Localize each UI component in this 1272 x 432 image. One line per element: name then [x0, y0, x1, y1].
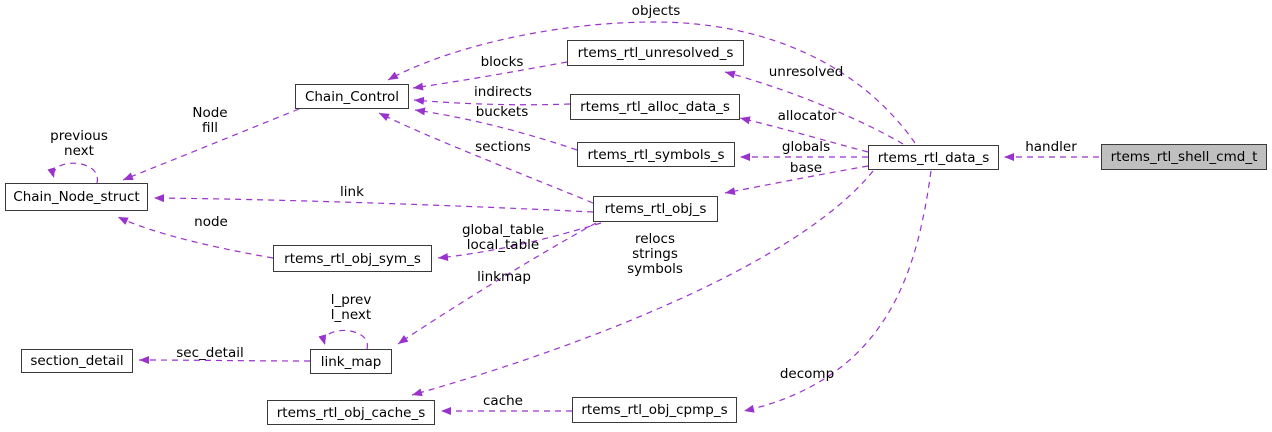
node-rtems-rtl-shell-cmd-t[interactable]: rtems_rtl_shell_cmd_t [1101, 144, 1267, 170]
node-rtems-rtl-symbols-s[interactable]: rtems_rtl_symbols_s [577, 142, 735, 167]
edge-buckets [414, 107, 578, 151]
edge-label-relocs-strings-symbols: relocs strings symbols [627, 231, 683, 277]
node-link-map[interactable]: link_map [310, 349, 392, 374]
edge-objects [387, 21, 916, 144]
edge-label-previous-next: previous next [50, 128, 108, 159]
edge-label-handler: handler [1025, 139, 1077, 155]
edge-sections [378, 112, 594, 204]
edge-node [117, 216, 274, 259]
edge-label-objects: objects [631, 3, 681, 19]
edge-blocks [412, 61, 568, 91]
edge-linkmap [397, 222, 597, 345]
edge-allocator [739, 116, 869, 153]
edge-base [724, 165, 869, 196]
edge-label-global-local-table: global_table local_table [461, 222, 545, 253]
node-rtems-rtl-obj-s[interactable]: rtems_rtl_obj_s [593, 196, 718, 222]
edge-node-fill [122, 108, 300, 181]
edge-global-local-table [437, 222, 602, 261]
edge-label-blocks: blocks [480, 54, 524, 70]
edge-label-unresolved: unresolved [768, 64, 844, 80]
edge-label-sections: sections [475, 139, 531, 155]
node-rtems-rtl-obj-cache-s[interactable]: rtems_rtl_obj_cache_s [267, 400, 435, 425]
node-chain-node-struct[interactable]: Chain_Node_struct [5, 183, 148, 211]
edge-label-globals: globals [781, 139, 831, 155]
edge-label-allocator: allocator [777, 108, 837, 124]
edge-indirects [413, 96, 571, 106]
edge-label-cache: cache [483, 393, 523, 409]
node-rtems-rtl-obj-sym-s[interactable]: rtems_rtl_obj_sym_s [273, 245, 432, 272]
edge-label-node-fill: Node fill [192, 105, 228, 136]
node-chain-control[interactable]: Chain_Control [295, 84, 409, 109]
edge-label-lprev-lnext: l_prev l_next [330, 292, 372, 323]
edge-label-decomp: decomp [779, 366, 835, 382]
node-section-detail[interactable]: section_detail [21, 349, 133, 373]
edge-label-base: base [789, 160, 823, 176]
edge-label-node: node [194, 214, 228, 230]
node-rtems-rtl-alloc-data-s[interactable]: rtems_rtl_alloc_data_s [570, 94, 740, 120]
edge-lprev-lnext-selfloop [318, 329, 368, 350]
node-rtems-rtl-unresolved-s[interactable]: rtems_rtl_unresolved_s [567, 40, 744, 66]
edge-label-link: link [340, 184, 364, 200]
node-rtems-rtl-data-s[interactable]: rtems_rtl_data_s [868, 145, 999, 170]
edge-previous-next-selfloop [47, 162, 98, 184]
edge-label-indirects: indirects [474, 84, 532, 100]
edge-label-linkmap: linkmap [477, 269, 531, 285]
edge-link [153, 194, 594, 213]
edge-relocs-strings-symbols [411, 170, 874, 397]
edge-label-buckets: buckets [475, 104, 529, 120]
edge-label-sec-detail: sec_detail [176, 345, 244, 361]
edge-decomp [743, 170, 932, 413]
node-rtems-rtl-obj-cpmp-s[interactable]: rtems_rtl_obj_cpmp_s [572, 397, 737, 423]
